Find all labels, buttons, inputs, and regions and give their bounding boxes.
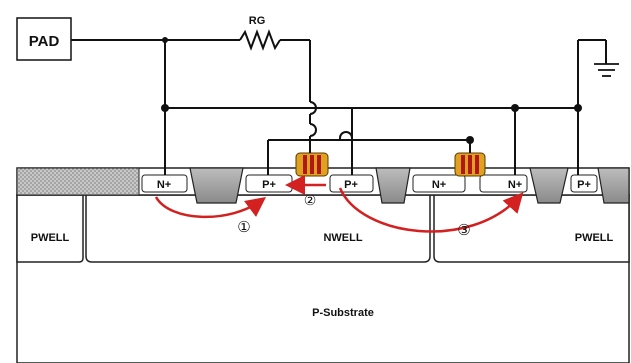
nmos-gate: [454, 152, 486, 177]
pwell-left-label: PWELL: [31, 232, 70, 244]
pplus-1-label: P+: [262, 179, 276, 191]
sti-3: [529, 167, 569, 204]
pad-label: PAD: [29, 33, 60, 50]
diffusion-regions: [141, 174, 598, 193]
pplus-2-label: P+: [344, 179, 358, 191]
pwell-left-region: [16, 194, 84, 263]
sti-2: [375, 167, 411, 204]
pwell-right-label: PWELL: [575, 232, 614, 244]
current-path-arrows: [154, 175, 524, 233]
interconnect-wires: [71, 29, 607, 175]
nplus-3-label: N+: [508, 179, 522, 191]
rg-label: RG: [249, 15, 266, 27]
junction-dots: [161, 37, 582, 144]
nplus-2-label: N+: [432, 179, 446, 191]
pwell-right-region: [433, 194, 630, 263]
nwell-region: [85, 194, 431, 263]
path-1-label: ①: [237, 218, 250, 236]
field-oxide-left: [16, 167, 140, 196]
path-2-label: ②: [304, 193, 317, 209]
nplus-1-label: N+: [157, 179, 171, 191]
pmos-gate: [295, 152, 329, 177]
substrate-label: P-Substrate: [312, 307, 374, 319]
pad-box: [16, 17, 72, 61]
sti-1: [189, 167, 244, 204]
ground-icon: [594, 63, 619, 77]
nwell-label: NWELL: [323, 232, 362, 244]
sti-4: [597, 167, 630, 204]
pplus-3-label: P+: [577, 179, 591, 191]
path-3-label: ③: [457, 221, 470, 239]
